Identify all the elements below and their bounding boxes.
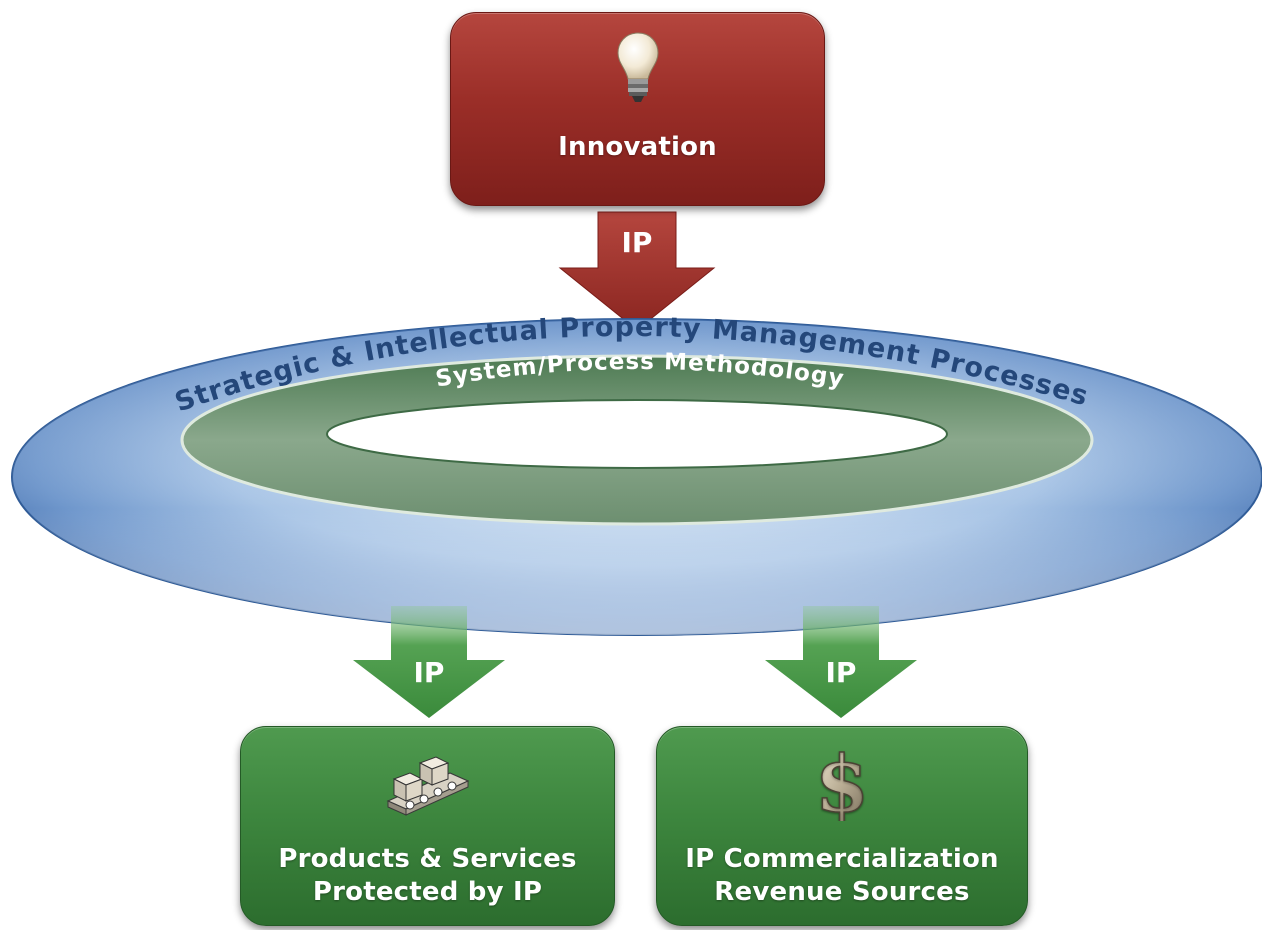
innovation-label: Innovation	[558, 132, 717, 162]
top-arrow-label: IP	[622, 226, 653, 259]
right-ip-arrow	[765, 606, 917, 718]
left-arrow-label: IP	[414, 656, 445, 689]
left-ip-arrow	[353, 606, 505, 718]
inner-ring	[180, 354, 1094, 526]
products-line2: Protected by IP	[312, 877, 543, 907]
ip-commercialization-box: $ IP Commercialization Revenue Sources	[656, 726, 1028, 926]
products-services-box: Products & Services Protected by IP	[240, 726, 615, 926]
right-arrow-label: IP	[826, 656, 857, 689]
products-line1: Products & Services	[278, 844, 577, 874]
products-services-label: Products & Services Protected by IP	[241, 843, 614, 909]
revenue-line1: IP Commercialization	[685, 844, 999, 874]
lightbulb-icon	[616, 31, 660, 111]
dollar-sign-icon: $	[812, 738, 872, 831]
innovation-box: Innovation	[450, 12, 825, 206]
ip-commercialization-label: IP Commercialization Revenue Sources	[657, 843, 1027, 909]
conveyor-boxes-icon	[380, 743, 476, 827]
svg-text:$: $	[815, 741, 869, 821]
revenue-line2: Revenue Sources	[714, 877, 970, 907]
top-ip-arrow	[558, 211, 716, 331]
